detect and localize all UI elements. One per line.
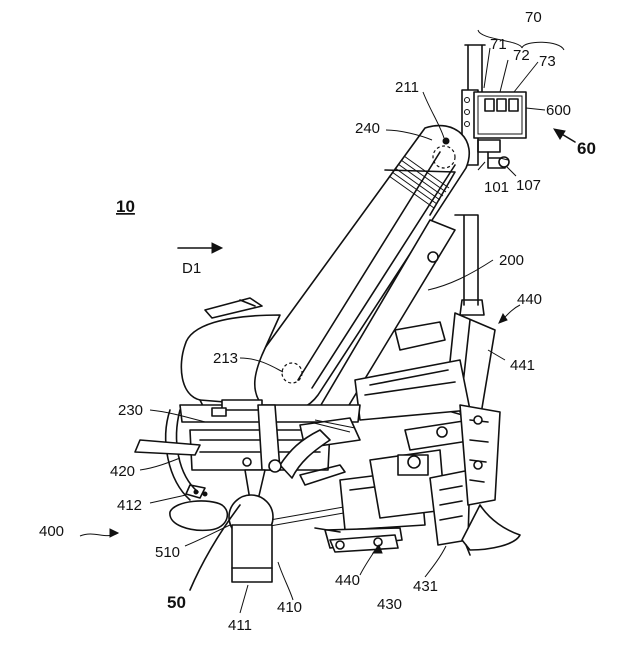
switch-71 — [485, 99, 494, 111]
foot-410 — [170, 485, 273, 582]
switch-73 — [509, 99, 518, 111]
footrest-440 — [315, 528, 402, 552]
upper-mast — [455, 45, 485, 315]
label-60: 60 — [577, 139, 596, 158]
label-240: 240 — [355, 120, 380, 137]
label-600: 600 — [546, 102, 571, 119]
direction-arrow-d1 — [178, 243, 222, 253]
label-10: 10 — [116, 197, 135, 216]
view-arrow-60 — [554, 129, 575, 142]
label-431: 431 — [413, 578, 438, 595]
label-71: 71 — [490, 36, 507, 53]
label-213: 213 — [213, 350, 238, 367]
label-70: 70 — [525, 9, 542, 26]
label-400: 400 — [39, 523, 64, 540]
label-200: 200 — [499, 252, 524, 269]
label-510: 510 — [155, 544, 180, 561]
label-73: 73 — [539, 53, 556, 70]
label-430: 430 — [377, 596, 402, 613]
label-412: 412 — [117, 497, 142, 514]
arrow-400 — [110, 529, 118, 537]
post-411 — [232, 525, 272, 582]
label-440-top: 440 — [517, 291, 542, 308]
label-440-bottom: 440 — [335, 572, 360, 589]
switch-72 — [497, 99, 506, 111]
label-420: 420 — [110, 463, 135, 480]
label-441: 441 — [510, 357, 535, 374]
label-d1: D1 — [182, 260, 201, 277]
label-101: 101 — [484, 179, 509, 196]
label-72: 72 — [513, 47, 530, 64]
label-107: 107 — [516, 177, 541, 194]
arrow-440-top — [499, 314, 507, 323]
label-411: 411 — [228, 617, 252, 634]
control-box-600 — [474, 92, 526, 168]
label-410: 410 — [277, 599, 302, 616]
label-211: 211 — [395, 79, 419, 96]
label-50: 50 — [167, 593, 186, 612]
label-230: 230 — [118, 402, 143, 419]
